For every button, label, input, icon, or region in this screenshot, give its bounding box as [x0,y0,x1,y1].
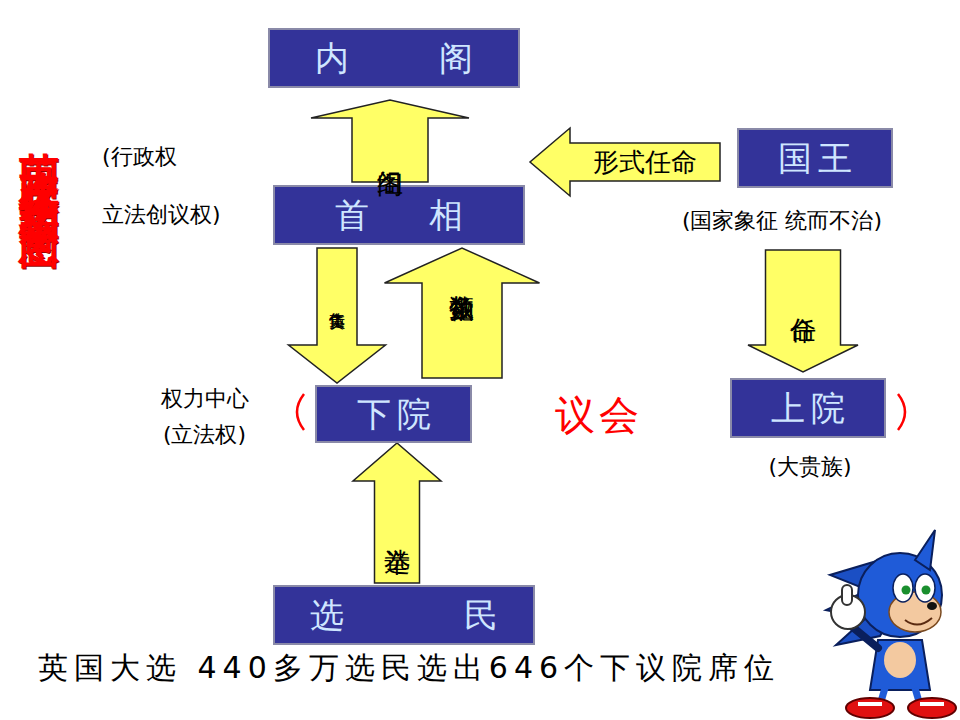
bracket [297,394,304,430]
arrow-label: 形式任命 [593,148,697,177]
office-name: 下院 [351,397,437,431]
block-arrow [353,443,441,583]
office-name: 内阁 [225,41,563,75]
office-box: 下院权力中心 (立法权) [315,385,472,443]
office-name: 上院 [765,391,851,425]
mascot-illustration [826,530,956,718]
note-text: 英国大选 440多万选民选出646个下议院席位 [38,648,780,689]
block-arrow [289,248,386,383]
bracket [898,394,905,430]
office-name: 首相 [275,198,523,232]
power-note: (行政权 立法创议权) [102,128,274,244]
office-box: 首相(行政权 立法创议权) [273,185,525,245]
block-arrow [748,250,858,372]
office-box: 选民 [273,585,535,645]
block-arrow [530,128,720,196]
block-arrow [311,100,469,182]
power-note: 权力中心 (立法权) [127,381,282,453]
group-label: 议会 [555,388,643,443]
block-arrow [385,248,540,378]
office-box: 上院(大贵族) [730,378,886,438]
power-note: (大贵族) [732,452,888,482]
power-note: (国家象征 统而不治) [627,206,937,236]
office-box: 内阁 [268,28,520,88]
office-name: 国王 [772,141,858,175]
office-name: 选民 [190,598,618,632]
arrow-label: 多数党领袖 [448,276,476,360]
office-box: 国王(国家象征 统而不治) [737,128,893,188]
diagram-title: 英国政体结构示意图 [12,120,67,210]
